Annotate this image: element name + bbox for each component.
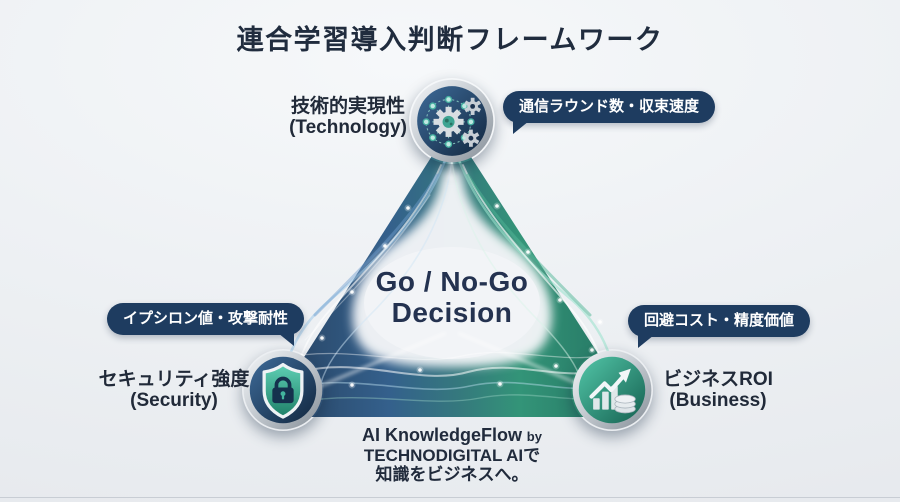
business-label: ビジネスROI (Business) [628, 369, 808, 411]
technology-metric-badge: 通信ラウンド数・収束速度 [503, 91, 716, 134]
badge-tail [513, 121, 529, 134]
glow-dots [296, 202, 604, 389]
security-label: セキュリティ強度 (Security) [64, 369, 284, 411]
footer-line1: AI KnowledgeFlow by [250, 426, 654, 446]
security-label-ja: セキュリティ強度 [98, 369, 250, 390]
technology-label: 技術的実現性 (Technology) [238, 96, 458, 138]
brand-name: AI KnowledgeFlow [362, 425, 523, 445]
security-metric-badge: イプシロン値・攻撃耐性 [107, 303, 305, 346]
bottom-divider [0, 497, 900, 498]
security-label-en: (Security) [130, 390, 218, 411]
badge-tail [638, 335, 654, 348]
footer-line2: TECHNODIGITAL AIで [363, 446, 541, 465]
technology-node [409, 78, 495, 164]
security-node [242, 349, 324, 431]
footer-branding: AI KnowledgeFlow by TECHNODIGITAL AIで 知識… [250, 426, 654, 485]
business-metric-text: 回避コスト・精度価値 [644, 312, 795, 329]
brand-by: by [526, 429, 542, 444]
business-label-en: (Business) [669, 390, 767, 411]
technology-metric-text: 通信ラウンド数・収束速度 [519, 98, 700, 115]
business-label-ja: ビジネスROI [663, 369, 773, 390]
decision-text: Go / No-Go Decision [302, 266, 602, 328]
badge-tail [278, 333, 295, 346]
security-metric-text: イプシロン値・攻撃耐性 [123, 310, 289, 327]
page-title: 連合学習導入判断フレームワーク [236, 25, 664, 55]
technology-label-ja: 技術的実現性 [290, 96, 405, 117]
business-node [571, 349, 653, 431]
decision-line2: Decision [391, 297, 513, 328]
technology-label-en: (Technology) [289, 117, 407, 138]
growth-chart-coins-icon [572, 350, 652, 430]
business-metric-badge: 回避コスト・精度価値 [628, 305, 811, 348]
shield-lock-icon [243, 350, 323, 430]
decision-line1: Go / No-Go [375, 266, 529, 297]
federated-network-gears-icon [410, 79, 494, 163]
footer-line3: 知識をビジネスへ。 [375, 465, 529, 484]
